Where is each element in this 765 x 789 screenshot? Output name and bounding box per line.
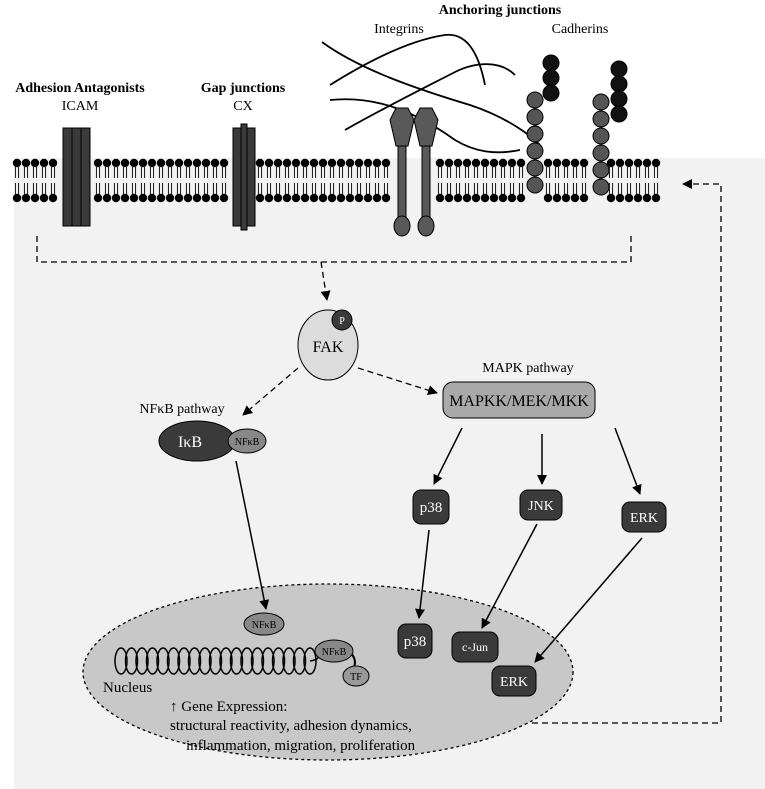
nucleus-p38-node (397, 623, 433, 659)
bound-nfkb-label: NFκB (322, 647, 347, 658)
nfkb-label: NFκB (235, 437, 260, 448)
phosphate-label: P (339, 316, 345, 327)
mapkk-to-erk-arrow (614, 427, 642, 495)
nucleus-erk-node (491, 665, 537, 697)
gene-expression-label: ↑ Gene Expression: (170, 699, 287, 715)
mapkk-to-p38-arrow (433, 427, 463, 485)
nfkb-node (227, 428, 267, 454)
tf-node (342, 665, 370, 687)
membrane-signal-line (36, 236, 632, 301)
cadherin-left (526, 54, 560, 194)
feedback-arrow (492, 179, 722, 724)
gene-effects-line2: inflammation, migration, proliferation (186, 738, 416, 754)
integrins-label: Integrins (374, 22, 424, 37)
jnk-label: JNK (528, 499, 554, 514)
mapkk-label: MAPKK/MEK/MKK (449, 393, 589, 410)
cjun-node (451, 631, 499, 663)
tf-label: TF (350, 672, 362, 683)
cell-membrane (12, 158, 661, 203)
mapkk-node (442, 381, 596, 419)
nucleus-p38-label: p38 (404, 634, 427, 650)
p38-node (412, 489, 450, 525)
erk-translocation-arrow (534, 537, 643, 663)
gene-effects-line1: structural reactivity, adhesion dynamics… (170, 718, 412, 734)
nucleus-nfkb-node (243, 612, 285, 636)
cadherin-right (592, 60, 628, 196)
nfkb-translocation-arrow (235, 460, 270, 610)
adhesion-antagonists-title: Adhesion Antagonists (15, 81, 145, 96)
nucleus-label: Nucleus (103, 680, 152, 696)
gap-junctions-title: Gap junctions (201, 81, 286, 96)
nucleus (82, 583, 574, 761)
erk-node (621, 501, 667, 533)
cadherins-label: Cadherins (552, 22, 609, 37)
fak-label: FAK (313, 339, 344, 356)
icam-receptor (62, 127, 91, 227)
erk-label: ERK (630, 511, 658, 526)
p38-label: p38 (420, 500, 443, 516)
integrin-receptor (389, 107, 439, 237)
phosphate-icon (331, 309, 353, 331)
anchoring-junctions-title: Anchoring junctions (439, 3, 562, 18)
ecm-fibers (321, 34, 541, 154)
jnk-node (519, 489, 563, 521)
ikb-label: IκB (178, 434, 202, 451)
mapk-pathway-label: MAPK pathway (482, 361, 573, 376)
jnk-to-cjun-arrow (481, 523, 538, 629)
nucleus-nfkb-label: NFκB (252, 620, 277, 631)
connexin-channel (232, 123, 256, 231)
fak-to-mapk-arrow (357, 367, 438, 396)
cx-label: CX (233, 99, 252, 114)
nucleus-erk-label: ERK (500, 675, 528, 690)
cjun-label: c-Jun (462, 640, 488, 654)
nfkb-pathway-label: NFκB pathway (139, 402, 224, 417)
bound-nfkb-node (314, 639, 354, 663)
p38-translocation-arrow (415, 529, 430, 619)
fak-to-nfkb-arrow (242, 367, 299, 416)
icam-label: ICAM (62, 99, 99, 114)
